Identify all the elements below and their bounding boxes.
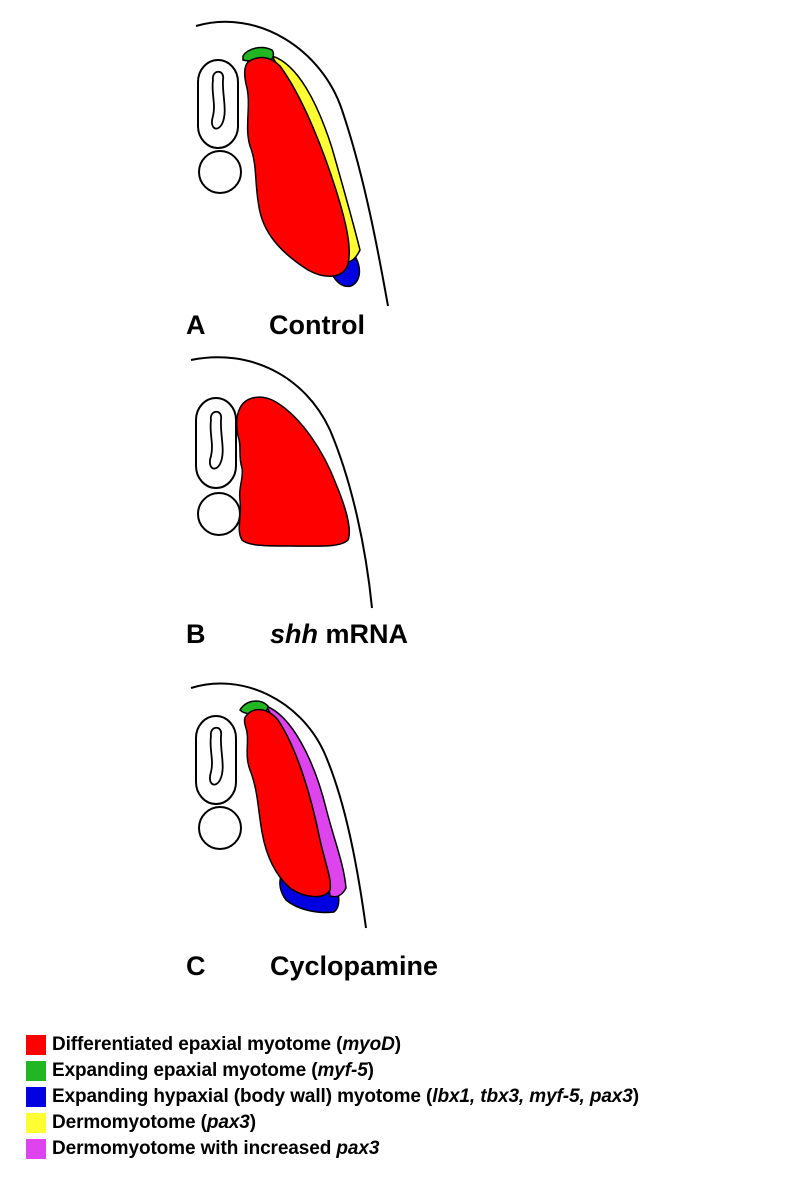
- legend-swatch-yellow: [26, 1113, 46, 1133]
- somite-diagram: A Control B shh mRNA C Cyclopamine: [186, 20, 438, 981]
- panel-b-notochord: [197, 492, 241, 536]
- legend-label: Differentiated epaxial myotome (myoD): [52, 1034, 401, 1055]
- panel-a-letter: A: [186, 310, 206, 340]
- legend-item-expanding-epaxial: Expanding epaxial myotome (myf-5): [26, 1058, 639, 1084]
- legend-label: Dermomyotome (pax3): [52, 1112, 257, 1133]
- panel-c-notochord: [198, 806, 242, 850]
- panel-a-ectoderm-outline: [195, 20, 389, 307]
- panel-b-title: shh mRNA: [270, 619, 408, 649]
- legend: Differentiated epaxial myotome (myoD) Ex…: [26, 1032, 639, 1162]
- panel-a-neural-tube: [197, 59, 239, 149]
- panel-a-title: Control: [269, 310, 365, 340]
- legend-item-expanding-hypaxial: Expanding hypaxial (body wall) myotome (…: [26, 1084, 639, 1110]
- panel-a-notochord: [198, 150, 242, 194]
- panel-c-red-region: [243, 708, 332, 898]
- panel-a-red-region: [243, 56, 351, 277]
- legend-swatch-magenta: [26, 1139, 46, 1159]
- panel-c-title: Cyclopamine: [270, 951, 438, 981]
- panel-a: A Control: [186, 20, 389, 340]
- panel-b: B shh mRNA: [186, 356, 408, 649]
- panel-b-neural-tube: [195, 397, 237, 489]
- legend-label: Expanding hypaxial (body wall) myotome (…: [52, 1086, 639, 1107]
- legend-item-dermomyotome: Dermomyotome (pax3): [26, 1110, 639, 1136]
- panel-c-ectoderm-outline: [190, 682, 367, 929]
- panel-c: C Cyclopamine: [186, 682, 438, 981]
- legend-swatch-red: [26, 1035, 46, 1055]
- panel-b-letter: B: [186, 619, 206, 649]
- legend-swatch-blue: [26, 1087, 46, 1107]
- legend-label: Expanding epaxial myotome (myf-5): [52, 1060, 374, 1081]
- panel-c-neural-tube: [195, 715, 237, 805]
- panel-b-ectoderm-outline: [190, 356, 373, 609]
- panel-b-title-rest: mRNA: [318, 619, 408, 649]
- legend-item-differentiated-epaxial: Differentiated epaxial myotome (myoD): [26, 1032, 639, 1058]
- panel-b-red-region: [235, 396, 350, 547]
- panel-c-letter: C: [186, 951, 206, 981]
- legend-label: Dermomyotome with increased pax3: [52, 1138, 380, 1159]
- legend-item-dermomyotome-increased: Dermomyotome with increased pax3: [26, 1136, 639, 1162]
- legend-swatch-green: [26, 1061, 46, 1081]
- panel-b-title-italic: shh: [270, 619, 318, 649]
